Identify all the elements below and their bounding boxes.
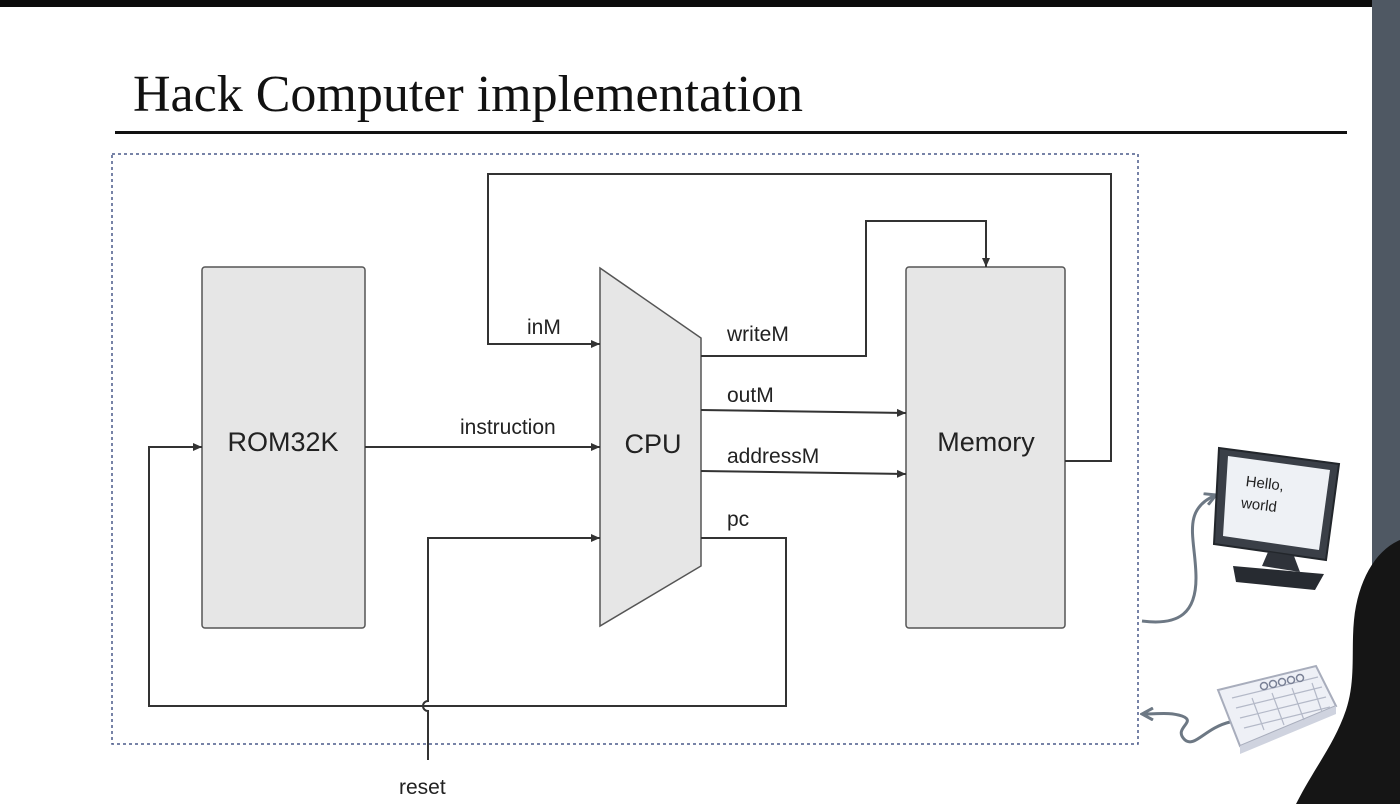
instruction-label: instruction bbox=[460, 416, 556, 439]
cpu-block: CPU bbox=[599, 266, 702, 628]
title-rule bbox=[115, 131, 1347, 134]
computer-boundary bbox=[111, 153, 1139, 745]
screen-text: Hello, world bbox=[1239, 473, 1289, 517]
top-bar bbox=[0, 0, 1400, 7]
addressM-label: addressM bbox=[727, 445, 819, 468]
writeM-label: writeM bbox=[726, 323, 789, 346]
inM-label: inM bbox=[527, 316, 561, 339]
screen-cable bbox=[1141, 495, 1216, 624]
slide-title: Hack Computer implementation bbox=[133, 66, 804, 123]
memory-block: Memory bbox=[905, 266, 1066, 629]
memory-label: Memory bbox=[937, 427, 1035, 457]
outM-wire bbox=[700, 408, 907, 417]
writeM-wire bbox=[701, 220, 990, 357]
pc-label: pc bbox=[727, 508, 749, 531]
reset-wire bbox=[422, 534, 600, 760]
keyboard-icon bbox=[1216, 664, 1338, 754]
pc-wire bbox=[148, 443, 787, 707]
presenter-silhouette bbox=[1296, 540, 1400, 804]
inM-wire bbox=[487, 173, 1112, 462]
rom32k-block: ROM32K bbox=[201, 266, 366, 629]
cpu-label: CPU bbox=[624, 429, 681, 459]
reset-label: reset bbox=[399, 776, 446, 799]
addressM-wire bbox=[700, 469, 907, 478]
outM-label: outM bbox=[727, 384, 774, 407]
rom32k-label: ROM32K bbox=[227, 427, 338, 457]
monitor-icon: Hello, world bbox=[1212, 446, 1341, 590]
keyboard-cable bbox=[1142, 714, 1231, 744]
